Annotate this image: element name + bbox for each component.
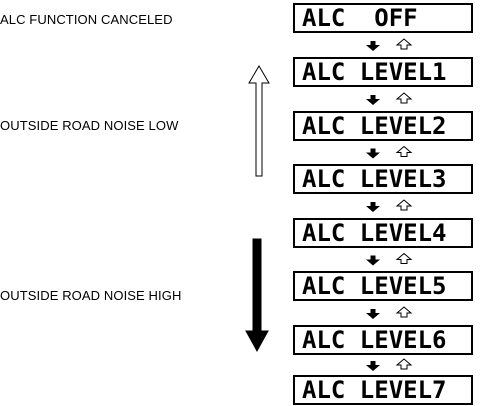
outline-up-arrow-icon <box>395 306 413 318</box>
display-alc-level-4: ALC LEVEL4 <box>293 218 473 248</box>
filled-down-arrow-icon <box>366 41 380 51</box>
solid-down-arrow-icon <box>245 238 269 353</box>
outline-up-arrow-icon <box>395 38 413 50</box>
label-outside-road-noise-low: OUTSIDE ROAD NOISE LOW <box>0 118 179 133</box>
label-outside-road-noise-high: OUTSIDE ROAD NOISE HIGH <box>0 288 182 303</box>
outline-up-arrow-icon <box>395 358 413 370</box>
display-alc-off: ALC OFF <box>293 3 473 33</box>
outline-up-arrow-icon <box>395 252 413 264</box>
display-alc-level-3: ALC LEVEL3 <box>293 164 473 194</box>
display-alc-level-2: ALC LEVEL2 <box>293 111 473 141</box>
filled-down-arrow-icon <box>366 202 380 212</box>
filled-down-arrow-icon <box>366 309 380 319</box>
display-alc-level-5: ALC LEVEL5 <box>293 271 473 301</box>
display-alc-level-1: ALC LEVEL1 <box>293 57 473 87</box>
display-alc-level-7: ALC LEVEL7 <box>293 375 473 405</box>
outline-up-arrow-icon <box>395 145 413 157</box>
filled-down-arrow-icon <box>366 95 380 105</box>
filled-down-arrow-icon <box>366 361 380 371</box>
display-alc-level-6: ALC LEVEL6 <box>293 325 473 355</box>
filled-down-arrow-icon <box>366 148 380 159</box>
label-alc-function-canceled: ALC FUNCTION CANCELED <box>0 12 173 27</box>
filled-down-arrow-icon <box>366 255 380 266</box>
outline-up-arrow-icon <box>395 92 413 104</box>
outline-up-arrow-icon <box>395 199 413 211</box>
hollow-up-arrow-icon <box>248 65 270 177</box>
